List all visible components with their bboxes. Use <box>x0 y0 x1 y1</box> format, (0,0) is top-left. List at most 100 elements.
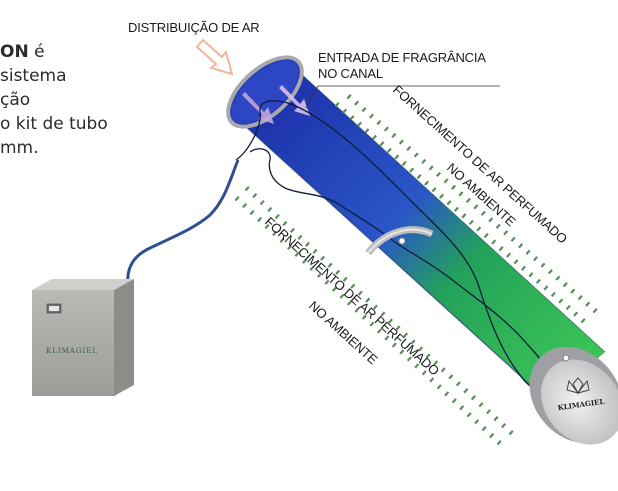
air-dot <box>294 251 300 257</box>
air-dot <box>406 356 412 362</box>
air-supply-dots-upper <box>334 94 598 324</box>
air-dot <box>451 184 456 190</box>
air-dot <box>244 186 250 192</box>
air-dot <box>418 346 424 352</box>
air-dot <box>474 419 480 425</box>
air-dot <box>379 141 385 147</box>
air-dot <box>365 297 371 303</box>
air-dot <box>364 128 370 134</box>
air-dot <box>496 439 502 446</box>
fragrance-unit-box <box>32 279 134 396</box>
air-dot <box>483 232 489 239</box>
air-dot <box>264 223 270 230</box>
air-dot <box>466 412 472 418</box>
air-dot <box>289 227 295 234</box>
air-dot <box>346 94 352 100</box>
air-dot <box>297 234 303 240</box>
air-dot <box>453 206 459 212</box>
air-dot <box>448 374 454 380</box>
air-dot <box>513 259 519 265</box>
air-dot <box>425 353 431 359</box>
air-dot <box>376 119 382 126</box>
air-dot <box>444 391 450 397</box>
air-dot <box>357 290 363 296</box>
air-dot <box>459 405 465 411</box>
air-dot <box>570 288 576 294</box>
air-dot <box>501 423 507 429</box>
air-dot <box>387 318 393 324</box>
air-dot <box>503 230 509 236</box>
air-dot <box>573 311 579 317</box>
intro-line-1: ON é <box>0 42 45 62</box>
air-distribution-arrow <box>195 38 234 76</box>
air-dot <box>413 152 419 158</box>
inlet-leader-line <box>305 85 500 109</box>
air-dot <box>335 269 341 275</box>
air-dot <box>478 402 484 408</box>
air-distribution-label: DISTRIBUIÇÃO DE AR <box>128 20 260 35</box>
air-dot <box>234 196 240 202</box>
air-dot <box>324 279 330 285</box>
air-dot <box>461 213 467 219</box>
air-dot <box>357 121 362 127</box>
air-dot <box>592 308 598 314</box>
air-dot <box>304 241 310 247</box>
intro-line-5: mm. <box>0 138 39 158</box>
air-dot <box>391 342 397 348</box>
air-dot <box>476 226 482 232</box>
air-dot <box>535 278 541 284</box>
air-dot <box>480 210 486 216</box>
air-dot <box>384 335 390 341</box>
air-dot <box>410 339 416 345</box>
air-dot <box>458 191 464 197</box>
air-dot <box>521 265 526 271</box>
air-dot <box>431 187 437 193</box>
air-dot <box>403 332 409 338</box>
air-dot <box>540 262 546 268</box>
air-dot <box>371 134 377 140</box>
fragrance-inlet-label-line2: NO CANAL <box>318 66 383 81</box>
air-dot <box>320 255 326 261</box>
air-dot <box>429 377 435 383</box>
air-dot <box>555 275 561 281</box>
air-dot <box>259 199 265 206</box>
intro-paragraph: ON é sistema ção o kit de tubo mm. <box>0 40 108 160</box>
air-dot <box>327 262 333 268</box>
air-dot <box>267 206 273 213</box>
air-dot <box>279 237 285 244</box>
air-dot <box>562 282 568 288</box>
air-dot <box>533 256 538 262</box>
air-dot <box>372 304 378 310</box>
air-dot <box>491 239 497 245</box>
air-dot <box>506 252 512 258</box>
air-dot <box>468 219 474 226</box>
air-dot <box>386 147 392 154</box>
air-dot <box>508 430 514 436</box>
air-dot <box>342 276 348 282</box>
air-dot <box>510 236 516 242</box>
intro-line-4: o kit de tubo <box>0 114 108 134</box>
intro-line-2: sistema <box>0 66 67 86</box>
air-dot <box>446 200 452 206</box>
air-dot <box>428 165 434 171</box>
air-dot <box>470 395 476 401</box>
air-dot <box>406 145 412 152</box>
air-dot <box>354 100 360 106</box>
air-dot <box>302 258 308 264</box>
air-dot <box>577 295 583 301</box>
air-dot <box>331 286 337 292</box>
air-dot <box>414 363 420 369</box>
box-brand-logo: KLIMAGIEL <box>46 347 98 355</box>
air-dot <box>421 370 427 376</box>
air-dot <box>518 243 524 249</box>
air-dot <box>257 216 263 223</box>
air-dot <box>409 167 415 173</box>
air-dot <box>383 126 389 132</box>
air-dot <box>391 132 397 139</box>
air-dot <box>398 139 404 145</box>
air-dot <box>436 171 442 178</box>
air-dot <box>394 154 400 160</box>
air-dot <box>439 193 444 199</box>
air-dot <box>309 265 315 271</box>
